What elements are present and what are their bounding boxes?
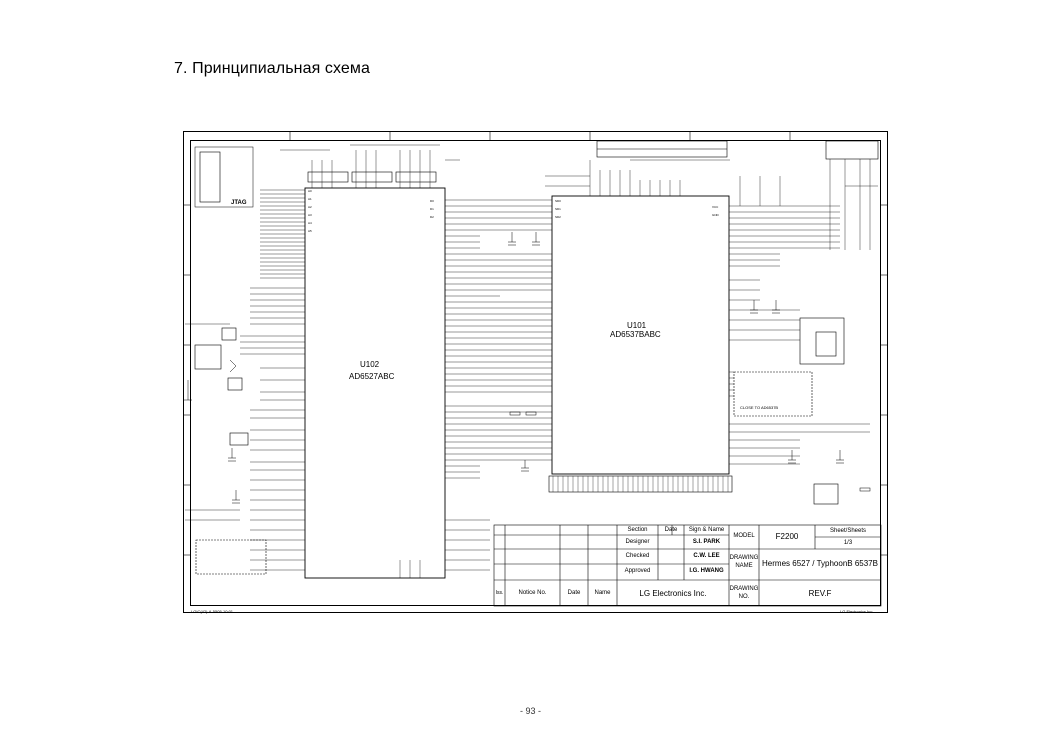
- svg-text:D1: D1: [430, 207, 434, 211]
- title-block-model-value: F2200: [775, 532, 799, 541]
- svg-text:A5: A5: [308, 229, 312, 233]
- title-block-model-label: MODEL: [733, 533, 755, 539]
- title-block-sheet-label: Sheet/Sheets: [829, 528, 867, 534]
- page-number: - 93 -: [520, 706, 542, 716]
- svg-text:A0: A0: [308, 189, 312, 193]
- svg-text:A3: A3: [308, 213, 312, 217]
- title-block-approved-name: I.G. HWANG: [689, 568, 724, 574]
- page-title: 7. Принципиальная схема: [174, 60, 370, 77]
- title-block-sign-header: Sign & Name: [688, 527, 725, 533]
- title-block-date-header: Date: [664, 527, 678, 533]
- title-block-checked-name: C.W. LEE: [693, 553, 720, 559]
- title-block-sheet-value: 1/3: [843, 540, 853, 546]
- svg-text:A2: A2: [308, 205, 312, 209]
- title-block-checked: Checked: [625, 553, 650, 559]
- jtag-label: JTAG: [231, 200, 247, 206]
- title-block-drawing-no-label: DRAWING NO.: [729, 586, 759, 600]
- title-block-rev: REV.F: [808, 589, 832, 598]
- u102-part-label: AD6527ABC: [349, 372, 395, 381]
- svg-text:D0: D0: [430, 199, 434, 203]
- title-block-section-header: Section: [627, 527, 648, 533]
- svg-text:SD1: SD1: [555, 207, 561, 211]
- u101-part-label: AD6537BABC: [610, 330, 661, 339]
- title-block-date: Date: [567, 590, 581, 596]
- title-block-iss: Iss.: [495, 590, 504, 596]
- svg-text:A1: A1: [308, 197, 312, 201]
- title-block-approved: Approved: [624, 568, 651, 574]
- svg-text:D2: D2: [430, 215, 434, 219]
- u102-ref-label: U102: [360, 360, 380, 369]
- title-block-name: Name: [594, 590, 611, 596]
- svg-text:SD2: SD2: [555, 215, 561, 219]
- title-block-designer-name: S.I. PARK: [692, 539, 721, 545]
- u101-ref-label: U101: [627, 321, 647, 330]
- title-block-drawing-name-value: Hermes 6527 / TyphoonB 6537B: [762, 559, 878, 568]
- title-block-drawing-name-label: DRAWING NAME: [729, 555, 759, 569]
- svg-text:VCC: VCC: [712, 205, 719, 209]
- schematic-sheet-border: [183, 131, 888, 613]
- title-block-designer: Designer: [625, 539, 650, 545]
- footer-right-company: LG Electronics Inc.: [840, 609, 874, 614]
- title-block-company: LG Electronics Inc.: [639, 589, 707, 598]
- footer-left-code: LGIC(42)-A-5505-10:01: [191, 609, 234, 614]
- close-to-label: CLOSE TO AD6537B: [740, 405, 779, 410]
- svg-text:GND: GND: [712, 213, 720, 217]
- schematic-drawing-frame: [190, 140, 881, 606]
- svg-text:SD0: SD0: [555, 199, 561, 203]
- title-block-notice-no: Notice No.: [518, 590, 547, 596]
- svg-text:A4: A4: [308, 221, 312, 225]
